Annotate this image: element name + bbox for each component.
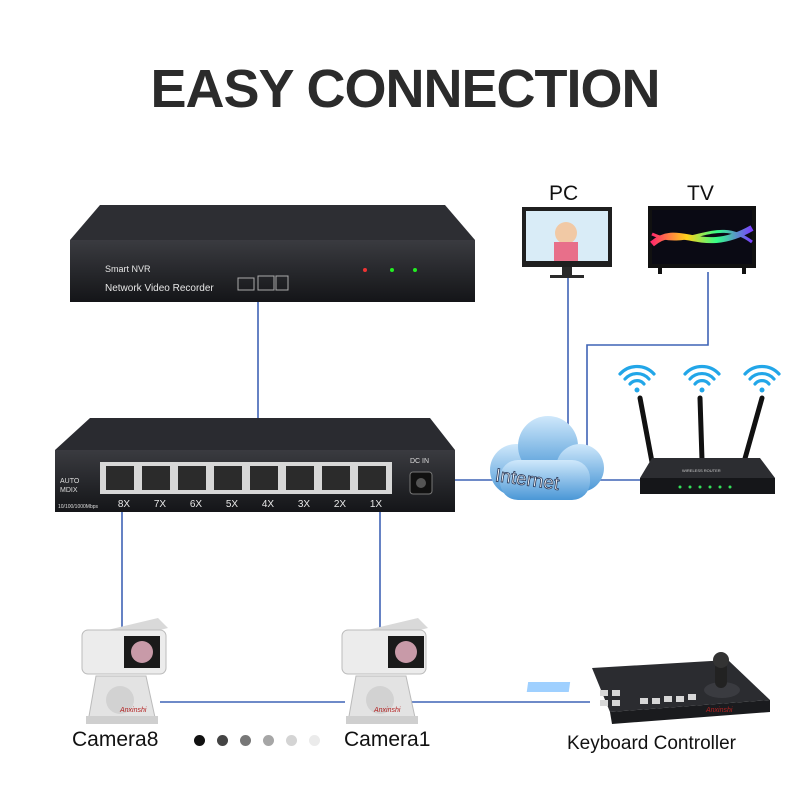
- router-label: WIRELESS ROUTER: [682, 468, 721, 473]
- line-tv: [586, 272, 709, 480]
- camera8-brand: Anxinshi: [119, 707, 147, 714]
- child-shirt-icon: [554, 242, 578, 261]
- nvr-brand: Smart NVR: [105, 264, 151, 274]
- keyboard-brand: Anxinshi: [705, 707, 733, 714]
- dc-in-icon: [416, 478, 426, 488]
- keyboard-controller: [526, 652, 770, 724]
- wifi-icon: [618, 364, 656, 393]
- switch-mdix-label: MDIX: [60, 487, 78, 494]
- keyboard-label: Keyboard Controller: [567, 733, 737, 754]
- switch-port-7: [142, 466, 170, 490]
- camera1-brand: Anxinshi: [373, 707, 401, 714]
- switch-port-8: [106, 466, 134, 490]
- pc-label: PC: [549, 182, 578, 205]
- port-label-2X: 2X: [334, 499, 347, 510]
- nvr-port-icon: [275, 275, 289, 291]
- camera8-label: Camera8: [72, 728, 158, 751]
- joystick-icon: [715, 662, 727, 688]
- internet-cloud-icon: [490, 416, 604, 500]
- switch-auto-label: AUTO: [60, 478, 80, 485]
- ptz-camera-8: [81, 618, 168, 724]
- nvr-device: [70, 205, 475, 302]
- port-label-3X: 3X: [298, 499, 311, 510]
- port-label-4X: 4X: [262, 499, 275, 510]
- joystick-knob-icon: [713, 652, 729, 668]
- wireless-router: [637, 395, 775, 494]
- switch-port-6: [178, 466, 206, 490]
- switch-speed-label: 10/100/1000Mbps: [58, 504, 99, 510]
- nvr-port-icon: [237, 277, 255, 291]
- page-dot-3[interactable]: [240, 735, 251, 746]
- tv-screen: [648, 206, 756, 274]
- router-antenna: [637, 395, 655, 465]
- port-label-7X: 7X: [154, 499, 167, 510]
- page-dot-6[interactable]: [309, 735, 320, 746]
- router-antenna: [697, 395, 705, 463]
- switch-port-4: [250, 466, 278, 490]
- page-title: EASY CONNECTION: [150, 59, 660, 119]
- child-face-icon: [555, 222, 577, 244]
- page-dot-1[interactable]: [194, 735, 205, 746]
- nvr-name: Network Video Recorder: [105, 283, 214, 294]
- switch-port-1: [358, 466, 386, 490]
- port-label-1X: 1X: [370, 499, 383, 510]
- camera-lens-icon: [395, 641, 417, 663]
- wifi-icon: [683, 364, 721, 393]
- nvr-port-icon: [257, 275, 275, 291]
- ptz-camera-1: [341, 618, 428, 724]
- switch-port-5: [214, 466, 242, 490]
- switch-device: [55, 418, 455, 512]
- wifi-icon: [743, 364, 781, 393]
- router-antenna: [741, 395, 765, 465]
- pagination-dots: [194, 733, 332, 751]
- switch-port-2: [322, 466, 350, 490]
- port-label-5X: 5X: [226, 499, 239, 510]
- port-label-8X: 8X: [118, 499, 131, 510]
- switch-dc-label: DC IN: [410, 458, 429, 465]
- nvr-led-icon: [390, 268, 394, 272]
- page-dot-4[interactable]: [263, 735, 274, 746]
- tv-label: TV: [687, 182, 714, 205]
- port-label-6X: 6X: [190, 499, 203, 510]
- nvr-led-icon: [363, 268, 367, 272]
- switch-port-3: [286, 466, 314, 490]
- pc-monitor: [522, 207, 612, 278]
- page-dot-2[interactable]: [217, 735, 228, 746]
- keyboard-lcd: [526, 682, 571, 692]
- camera-lens-icon: [131, 641, 153, 663]
- nvr-led-icon: [413, 268, 417, 272]
- camera1-label: Camera1: [344, 728, 430, 751]
- page-dot-5[interactable]: [286, 735, 297, 746]
